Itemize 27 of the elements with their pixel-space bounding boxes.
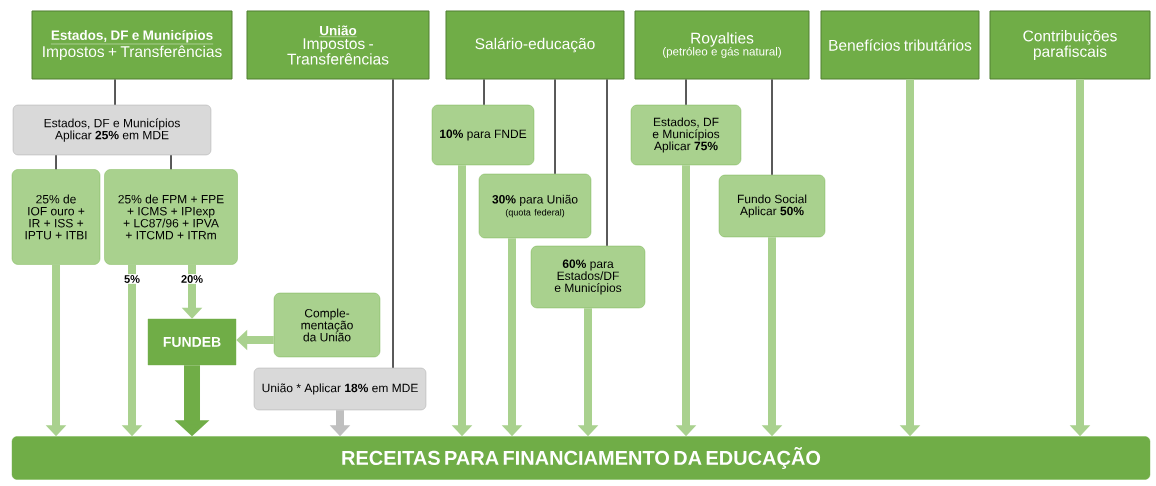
scroll-banner: Estados, DF e Municípios Impostos + Transferências (31, 10, 233, 80)
allocation-box: Fundo Social Aplicar 50% (718, 174, 826, 238)
connector-line (554, 78, 556, 175)
connector-line (771, 78, 773, 176)
scroll-banner: União Impostos - Transferências (246, 10, 430, 80)
allocation-box: Estados, DF e Municípios Aplicar 75% (630, 104, 742, 166)
allocation-box: Comple- mentação da União (273, 292, 381, 358)
allocation-box: 30% para União (quota federal) (478, 173, 592, 239)
scroll-banner: Salário-educação (445, 10, 625, 80)
scroll-banner: Benefícios tributários (820, 10, 980, 80)
allocation-box: 25% de FPM + FPE + ICMS + IPIexp + LC87/96 + IPVA + ITCMD + ITRm (104, 169, 238, 265)
allocation-box: 10% para FNDE (431, 104, 535, 166)
connector-line (606, 78, 608, 247)
edge-label: 20% (180, 274, 204, 284)
scroll-banner: Royalties (petróleo e gás natural) (634, 10, 810, 80)
connector-line (114, 78, 116, 106)
connector-line (55, 154, 57, 170)
connector-line (483, 78, 485, 106)
revenue-bar: RECEITAS PARA FINANCIAMENTO DA EDUCAÇÃO (11, 436, 1151, 480)
scroll-banner: Contribuições parafiscais (989, 10, 1151, 80)
allocation-box: 25% de IOF ouro + IR + ISS + IPTU + ITBI (11, 169, 101, 265)
connector-line (170, 154, 172, 170)
edge-label: 5% (123, 274, 141, 284)
fund-box: FUNDEB (147, 318, 237, 366)
allocation-box: 60% para Estados/DF e Municípios (530, 245, 646, 309)
connector-line (685, 78, 687, 106)
connector-line (392, 78, 394, 369)
